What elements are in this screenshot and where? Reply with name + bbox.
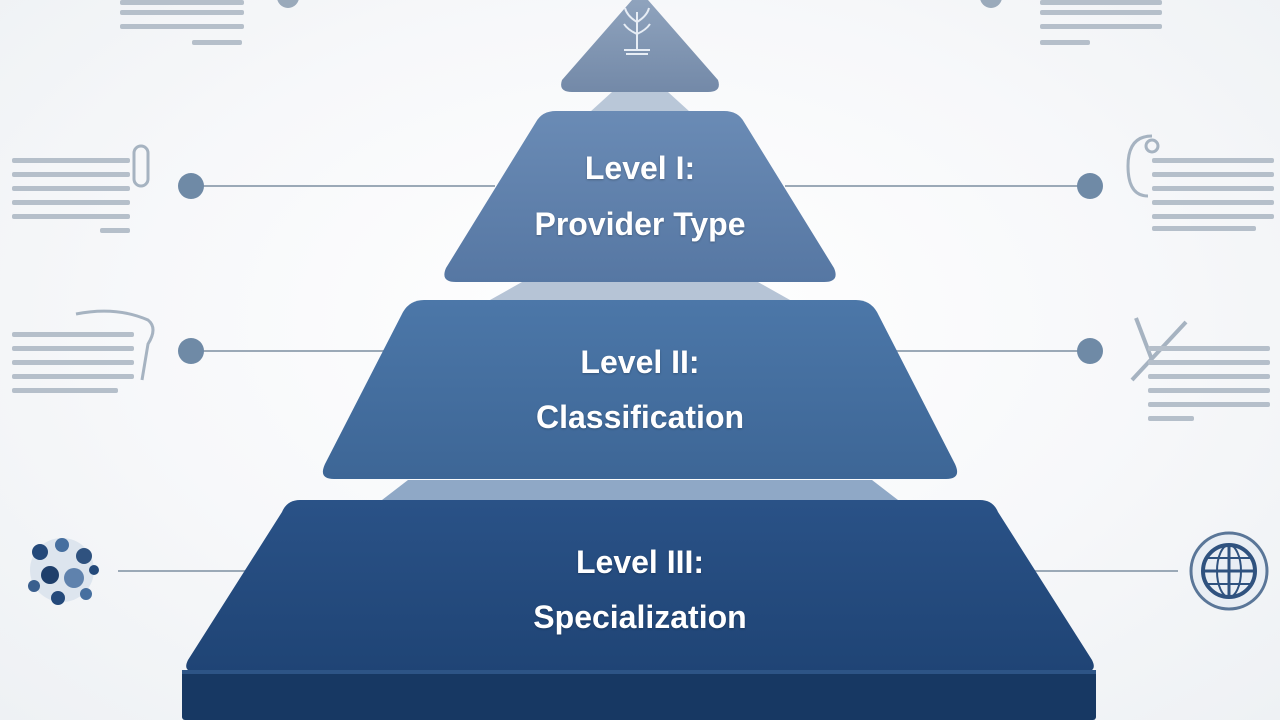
level-3-name: Specialization (533, 599, 747, 635)
connector-dot-top-right (980, 0, 1002, 8)
connector-dot-left-1 (178, 173, 204, 199)
side-text-right-1 (1152, 158, 1274, 231)
connector-dot-right-2 (1077, 338, 1103, 364)
pyramid-level-2 (322, 300, 958, 479)
plant-icon (623, 7, 651, 55)
side-text-left-1 (12, 158, 130, 233)
pyramid-level-1 (444, 111, 836, 282)
pyramid-level-3 (186, 500, 1094, 672)
syringe-icon (75, 309, 155, 381)
stethoscope-icon (1126, 134, 1160, 198)
side-text-left-2 (12, 332, 134, 393)
side-text-left-top (120, 0, 244, 45)
side-text-right-2 (1148, 346, 1270, 421)
level-1-label: Level I: Provider Type (440, 148, 840, 258)
level-3-label: Level III: Specialization (440, 542, 840, 652)
level-2-name: Classification (535, 399, 745, 435)
side-text-right-top (1040, 0, 1162, 45)
level-2-title: Level II: (580, 344, 700, 380)
level-1-title: Level I: (584, 150, 696, 186)
connector-dot-left-2 (178, 338, 204, 364)
pyramid-base (182, 670, 1096, 720)
level-1-name: Provider Type (534, 206, 746, 242)
level-2-label: Level II: Classification (440, 342, 840, 452)
connector-dot-top-left (277, 0, 299, 8)
gap-strip-3 (382, 480, 898, 500)
capsule-icon (132, 144, 150, 188)
gap-strip-2 (490, 282, 790, 300)
connector-dot-right-1 (1077, 173, 1103, 199)
molecule-cluster-icon (28, 538, 99, 605)
gap-strip-1 (590, 92, 690, 112)
pyramid-apex (561, 0, 719, 92)
level-3-title: Level III: (575, 544, 705, 580)
pyramid-base-highlight (182, 670, 1096, 674)
globe-icon (1189, 531, 1269, 611)
